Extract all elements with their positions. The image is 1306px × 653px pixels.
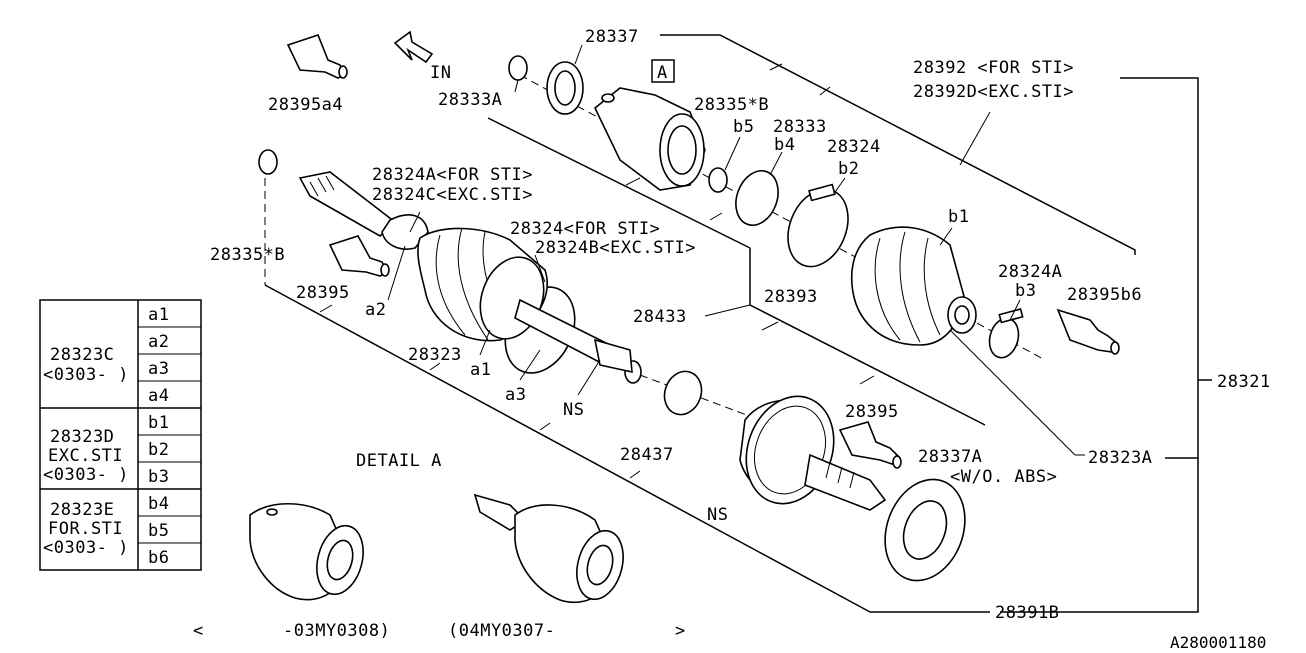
grease-tube-icon: [1056, 308, 1120, 355]
legend-code-b5: b5: [148, 521, 169, 541]
legend-code-a4: a4: [148, 386, 169, 406]
label-28395b6: 28395b6: [1067, 285, 1142, 305]
label-28333A: 28333A: [438, 90, 502, 110]
label-b2: b2: [838, 159, 859, 179]
circlip-icon: [508, 55, 528, 81]
label-28324A-sti: 28324A<FOR STI>: [372, 165, 533, 185]
label-28337A: 28337A: [918, 447, 982, 467]
circlip-icon: [708, 167, 728, 193]
legend-code-a1: a1: [148, 305, 169, 325]
legend-group-3-line-2: FOR.STI: [48, 519, 123, 539]
assembly-frame-lines: [264, 34, 1212, 613]
label-NS-mid: NS: [563, 400, 584, 420]
diagram-code: A280001180: [1170, 633, 1266, 652]
axle-shaft-icon: [514, 298, 633, 374]
label-28393: 28393: [764, 287, 818, 307]
label-a1: a1: [470, 360, 491, 380]
grease-tube-icon: [838, 421, 902, 469]
outer-joint-abs-icon: [739, 395, 887, 511]
label-NS-low: NS: [707, 505, 728, 525]
legend-group-2-line-3: <0303- ): [43, 465, 129, 485]
label-28335B-left: 28335*B: [210, 245, 285, 265]
detail-a-marker-box: [651, 59, 675, 83]
legend-code-b4: b4: [148, 494, 169, 514]
legend-code-b6: b6: [148, 548, 169, 568]
seal-ring-icon: [663, 370, 703, 416]
legend-code-b1: b1: [148, 413, 169, 433]
detail-a-title: DETAIL A: [356, 451, 442, 471]
inner-joint-old-icon: [249, 502, 364, 601]
range-left: -03MY0308): [283, 621, 390, 641]
label-28392D: 28392D<EXC.STI>: [913, 82, 1074, 102]
legend-group-2-line-2: EXC.STI: [48, 446, 123, 466]
outer-joint-housing-icon: [594, 87, 706, 191]
label-28337: 28337: [585, 27, 639, 47]
label-28324B: 28324B<EXC.STI>: [535, 238, 696, 258]
legend-group-1-line-1: 28323C: [50, 345, 114, 365]
boot-band-icon: [787, 183, 849, 268]
label-28335B-top: 28335*B: [694, 95, 769, 115]
range-close-right: >: [675, 621, 686, 641]
legend-code-a3: a3: [148, 359, 169, 379]
label-28333: 28333: [773, 117, 827, 137]
label-28392: 28392 <FOR STI>: [913, 58, 1074, 78]
legend-table: [39, 299, 202, 571]
range-open-left: <: [193, 621, 204, 641]
grease-tube-icon: [286, 34, 348, 79]
label-28391B: 28391B: [995, 603, 1059, 623]
seal-ring-icon: [735, 170, 779, 226]
in-arrow-icon: [393, 30, 434, 64]
washer-icon: [546, 61, 584, 115]
legend-code-b2: b2: [148, 440, 169, 460]
label-b4: b4: [774, 135, 795, 155]
abs-ring-icon: [884, 478, 966, 582]
legend-code-b3: b3: [148, 467, 169, 487]
inner-joint-shaft-icon: [298, 171, 429, 250]
detail-a-marker: A: [657, 63, 668, 83]
label-28321: 28321: [1217, 372, 1271, 392]
range-right: (04MY0307-: [448, 621, 555, 641]
label-leaders: [387, 44, 1021, 396]
label-28324C: 28324C<EXC.STI>: [372, 185, 533, 205]
in-arrow-label: IN: [430, 63, 451, 83]
label-28395-left: 28395: [296, 283, 350, 303]
grease-tube-icon: [328, 235, 390, 277]
legend-group-3-line-3: <0303- ): [43, 538, 129, 558]
label-a3: a3: [505, 385, 526, 405]
legend-group-3-line-1: 28323E: [50, 500, 114, 520]
label-28433: 28433: [633, 307, 687, 327]
legend-group-1-line-2: <0303- ): [43, 365, 129, 385]
label-b5: b5: [733, 117, 754, 137]
boot-band-icon: [988, 308, 1024, 359]
label-28323A: 28323A: [1088, 448, 1152, 468]
boot-icon: [850, 226, 977, 346]
label-wo-abs: <W/O. ABS>: [950, 467, 1057, 487]
label-28395a4: 28395a4: [268, 95, 343, 115]
inner-joint-new-icon: [473, 493, 624, 604]
label-b3: b3: [1015, 281, 1036, 301]
label-28395-right: 28395: [845, 402, 899, 422]
label-28324-sti: 28324<FOR STI>: [510, 219, 660, 239]
label-28437: 28437: [620, 445, 674, 465]
label-28323: 28323: [408, 345, 462, 365]
legend-code-a2: a2: [148, 332, 169, 352]
label-28324: 28324: [827, 137, 881, 157]
circlip-icon: [258, 149, 278, 175]
label-a2: a2: [365, 300, 386, 320]
label-b1: b1: [948, 207, 969, 227]
label-28324A: 28324A: [998, 262, 1062, 282]
legend-group-2-line-1: 28323D: [50, 427, 114, 447]
